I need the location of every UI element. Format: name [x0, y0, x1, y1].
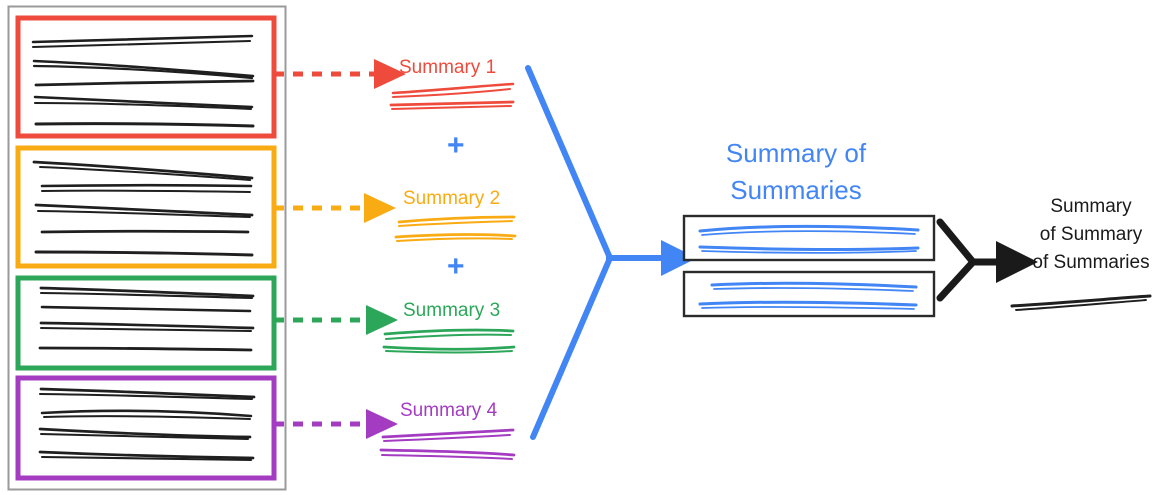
- summary-1-scribble: [389, 82, 515, 110]
- source-document-container: [7, 5, 287, 491]
- sos-box-2[interactable]: [682, 270, 936, 318]
- summary-2-scribble: [394, 215, 517, 242]
- summary-of-summaries-title-line-1: Summary of: [725, 138, 867, 168]
- chunk-1-text-lines: [31, 34, 255, 128]
- sos-box-1-group: [682, 214, 936, 262]
- chunk-2-group: [15, 145, 277, 269]
- final-summary-scribble: [1010, 294, 1152, 311]
- summary-of-summaries-title-line-2: Summaries: [730, 175, 862, 205]
- chunk-4-group: [15, 375, 277, 481]
- plus-sign-1: +: [447, 129, 465, 162]
- chunk-4-text-lines: [38, 387, 256, 462]
- summary-3-label: Summary 3: [403, 300, 501, 321]
- final-summary-label-line-1: Summary: [1050, 196, 1132, 217]
- summary-4-scribble: [379, 428, 516, 460]
- sos-box-2-group: [682, 270, 936, 318]
- chunk-2-text-lines: [32, 160, 254, 257]
- final-summary-label-line-3: of Summaries: [1032, 252, 1150, 273]
- chunk-3-group: [15, 275, 277, 371]
- chunk-3-text-lines: [38, 286, 255, 352]
- black-merge-arrow: [936, 218, 977, 302]
- summary-2-label: Summary 2: [403, 188, 501, 209]
- summary-3-scribble: [382, 328, 516, 354]
- sos-box-2-lines: [698, 281, 918, 310]
- chunk-1-group: [15, 15, 277, 139]
- final-summary-label-line-2: of Summary: [1039, 224, 1143, 245]
- summary-4-label: Summary 4: [400, 400, 498, 421]
- summary-1-label: Summary 1: [399, 57, 497, 78]
- sos-box-1-lines: [698, 224, 920, 254]
- blue-merge-arrow: [525, 65, 613, 440]
- plus-sign-2: +: [447, 250, 465, 283]
